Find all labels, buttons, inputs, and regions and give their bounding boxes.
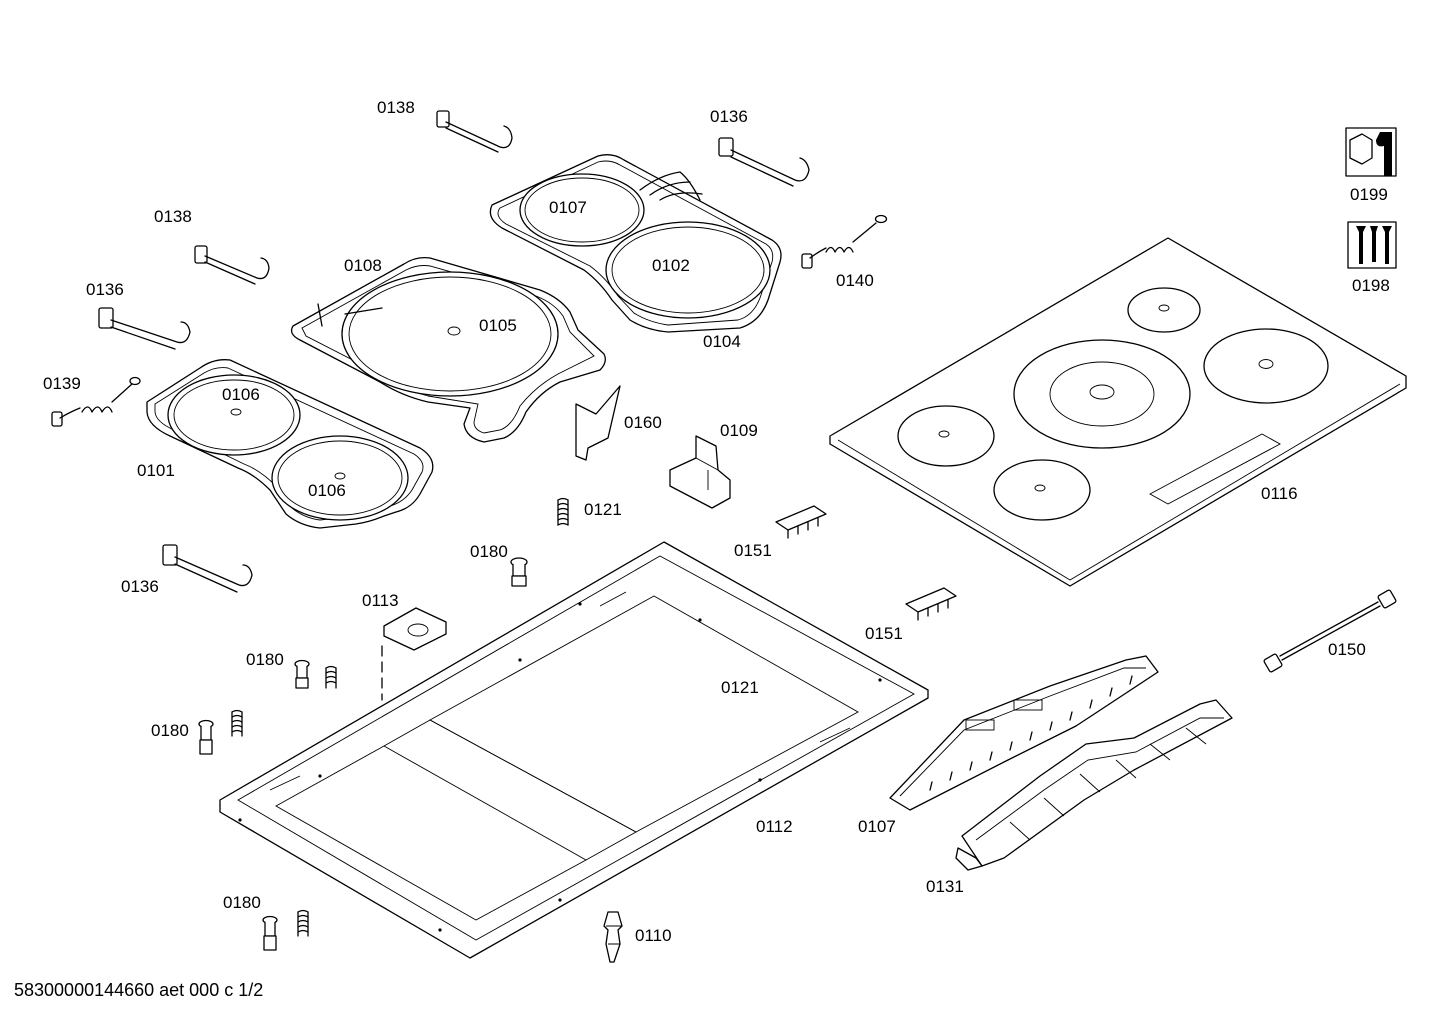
part-0121-spring-a[interactable] <box>557 497 569 526</box>
callout-0136-top: 0136 <box>710 107 748 126</box>
part-0180-foot-b[interactable] <box>294 659 310 689</box>
part-0151-clip-b[interactable] <box>905 587 957 621</box>
callout-0180-c: 0180 <box>151 721 189 740</box>
callout-0102: 0102 <box>652 256 690 275</box>
part-0105-heating-element[interactable] <box>317 271 559 397</box>
part-0140-sensor[interactable] <box>801 214 888 269</box>
callout-0139: 0139 <box>43 374 81 393</box>
callout-0180-d: 0180 <box>223 893 261 912</box>
callout-0106-a: 0106 <box>222 385 260 404</box>
part-0107-heating-element[interactable] <box>519 173 645 247</box>
callout-0121-a: 0121 <box>584 500 622 519</box>
callout-0180-a: 0180 <box>470 542 508 561</box>
callout-0113: 0113 <box>362 591 399 610</box>
callout-0112: 0112 <box>756 817 793 836</box>
part-0106-heating-element-a[interactable] <box>167 374 301 456</box>
part-0107-control-board[interactable] <box>889 655 1159 811</box>
part-0138-wire-left[interactable] <box>194 245 270 285</box>
part-0136-wire-top[interactable] <box>718 137 810 187</box>
wrench-nut-icon[interactable] <box>1345 127 1397 177</box>
part-0102-heating-element[interactable] <box>605 221 771 319</box>
callout-0106-b: 0106 <box>308 481 346 500</box>
callout-0138-left: 0138 <box>154 207 192 226</box>
callout-0136-left: 0136 <box>86 280 124 299</box>
part-0131-holder[interactable] <box>955 699 1233 871</box>
callout-0180-b: 0180 <box>246 650 284 669</box>
callout-0116: 0116 <box>1261 484 1298 503</box>
callout-0151-b: 0151 <box>865 624 903 643</box>
callout-0121-b: 0121 <box>721 678 759 697</box>
callout-0105: 0105 <box>479 316 517 335</box>
callout-0150: 0150 <box>1328 640 1366 659</box>
part-0180-foot-c[interactable] <box>198 719 214 755</box>
callout-labels: 0138 0136 0138 0136 0139 0107 0102 0140 … <box>43 98 1390 945</box>
callout-0107-element: 0107 <box>549 198 587 217</box>
part-0138-wire-top[interactable] <box>436 110 513 153</box>
callout-0131: 0131 <box>926 877 964 896</box>
part-0160-insulation[interactable] <box>575 385 621 461</box>
part-0121-spring-c[interactable] <box>325 665 337 689</box>
callout-0140: 0140 <box>836 271 874 290</box>
part-0109-bracket[interactable] <box>669 435 731 509</box>
callout-0109: 0109 <box>720 421 758 440</box>
callout-0110: 0110 <box>635 926 672 945</box>
callout-0101: 0101 <box>137 461 175 480</box>
part-0151-clip-a[interactable] <box>775 505 827 539</box>
callout-0107-board: 0107 <box>858 817 896 836</box>
callout-0199: 0199 <box>1350 185 1388 204</box>
callout-0138-top: 0138 <box>377 98 415 117</box>
part-0110-foot[interactable] <box>603 911 623 963</box>
part-0116-ceramic-hob[interactable] <box>829 237 1407 587</box>
callout-0198: 0198 <box>1352 276 1390 295</box>
part-0180-foot-d[interactable] <box>262 915 278 951</box>
part-0106-heating-element-b[interactable] <box>271 435 409 521</box>
part-0180-foot-a[interactable] <box>510 557 528 587</box>
part-0121-spring-d[interactable] <box>231 709 243 737</box>
part-0136-wire-bottom[interactable] <box>162 544 253 593</box>
callout-0104: 0104 <box>703 332 741 351</box>
part-0112-frame[interactable] <box>219 541 929 959</box>
part-0150-cable[interactable] <box>1263 589 1397 673</box>
part-0136-wire-left[interactable] <box>98 307 191 350</box>
part-0139-sensor[interactable] <box>51 376 141 427</box>
callout-0160: 0160 <box>624 413 662 432</box>
callout-0136-bottom: 0136 <box>121 577 159 596</box>
screw-set-icon[interactable] <box>1347 221 1397 269</box>
part-0121-spring-e[interactable] <box>297 909 309 937</box>
callout-0151-a: 0151 <box>734 541 772 560</box>
part-0113-holder[interactable] <box>381 607 447 701</box>
document-code: 58300000144660 aet 000 c 1/2 <box>14 980 264 1000</box>
callout-0108: 0108 <box>344 256 382 275</box>
